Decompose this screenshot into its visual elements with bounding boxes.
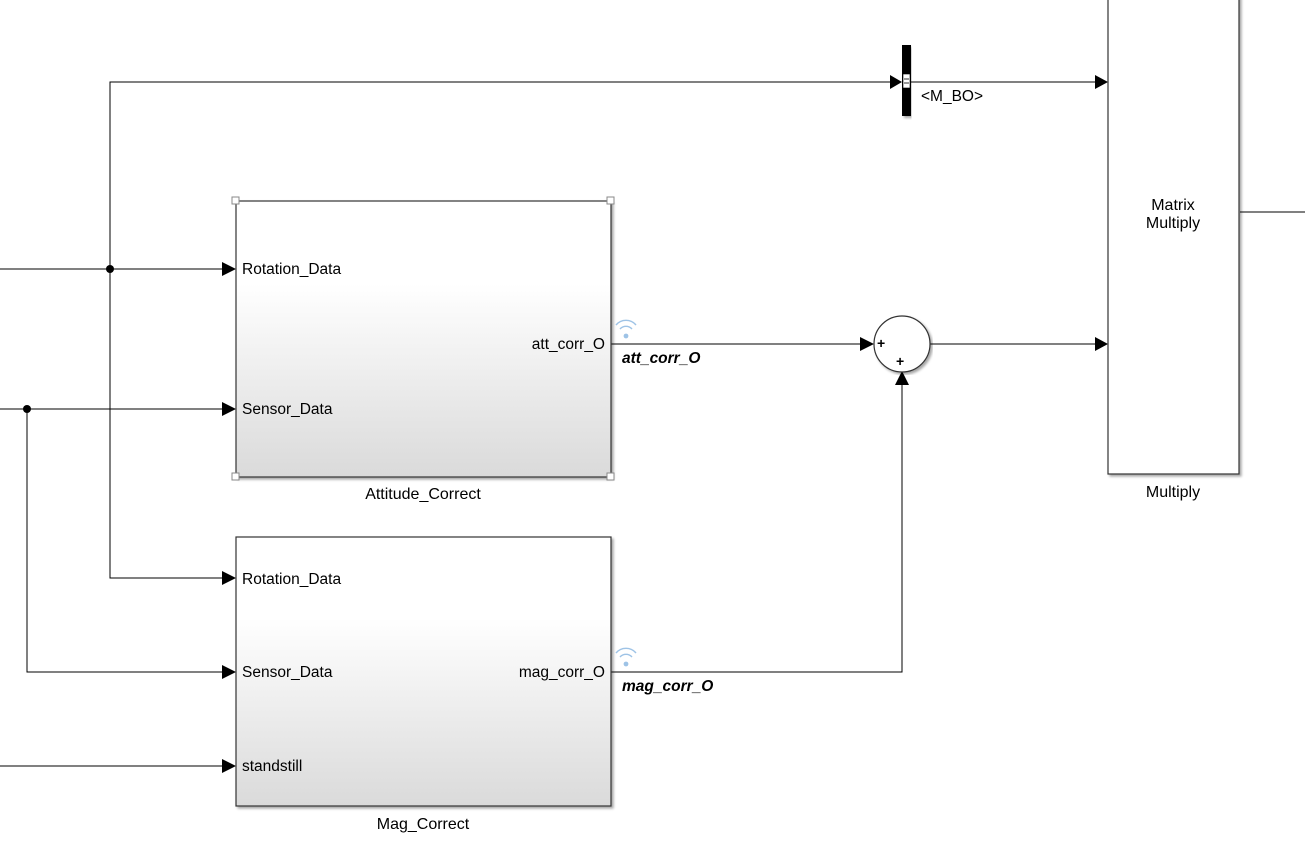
- mag-logging-icon[interactable]: [615, 647, 637, 667]
- arrow-sum-in2: [895, 371, 909, 385]
- mag-corr-signal-line[interactable]: [611, 385, 903, 673]
- arrow-bus-input: [890, 75, 902, 89]
- mag-port-output: mag_corr_O: [519, 664, 605, 681]
- multiply-text-line1: Matrix: [1151, 197, 1195, 214]
- att-logging-icon[interactable]: [615, 319, 637, 339]
- att-port-output: att_corr_O: [532, 336, 605, 353]
- signal-lines: [0, 81, 1305, 767]
- bus-selector-block[interactable]: [902, 45, 911, 116]
- arrow-mag-sensor: [222, 665, 236, 679]
- selection-handles: [231, 196, 615, 481]
- arrow-mag-rotation: [222, 571, 236, 585]
- sum-sign-1: +: [877, 335, 885, 351]
- branch-point-rotation: [106, 265, 114, 273]
- attitude-correct-name[interactable]: Attitude_Correct: [365, 486, 481, 503]
- arrow-mag-standstill: [222, 759, 236, 773]
- arrow-multiply-in2: [1095, 337, 1108, 351]
- arrowheads: [222, 75, 1108, 773]
- mag-port-sensor-data: Sensor_Data: [242, 664, 333, 681]
- arrow-att-rotation: [222, 262, 236, 276]
- attitude-correct-subsystem[interactable]: [231, 196, 615, 481]
- mag-port-standstill: standstill: [242, 758, 302, 775]
- mag-port-rotation-data: Rotation_Data: [242, 571, 341, 588]
- bus-output-label: <M_BO>: [921, 88, 983, 105]
- rotation-branch-to-mag-line[interactable]: [109, 269, 222, 579]
- sum-block[interactable]: [873, 315, 931, 373]
- matrix-multiply-block[interactable]: [1107, 0, 1240, 475]
- arrow-sum-in1: [860, 337, 874, 351]
- mag-correct-name[interactable]: Mag_Correct: [377, 816, 470, 833]
- att-port-rotation-data: Rotation_Data: [242, 261, 341, 278]
- att-port-sensor-data: Sensor_Data: [242, 401, 333, 418]
- att-corr-signal-label[interactable]: att_corr_O: [622, 350, 700, 367]
- branch-point-sensor: [23, 405, 31, 413]
- arrow-multiply-in1: [1095, 75, 1108, 89]
- mag-correct-subsystem[interactable]: [235, 536, 612, 807]
- sensor-branch-to-mag-line[interactable]: [26, 409, 222, 673]
- multiply-block-name[interactable]: Multiply: [1146, 484, 1200, 501]
- arrow-att-sensor: [222, 402, 236, 416]
- mag-corr-signal-label[interactable]: mag_corr_O: [622, 678, 713, 695]
- rotation-branch-to-bus-line[interactable]: [109, 81, 890, 269]
- multiply-text-line2: Multiply: [1146, 215, 1200, 232]
- sum-sign-2: +: [896, 353, 904, 369]
